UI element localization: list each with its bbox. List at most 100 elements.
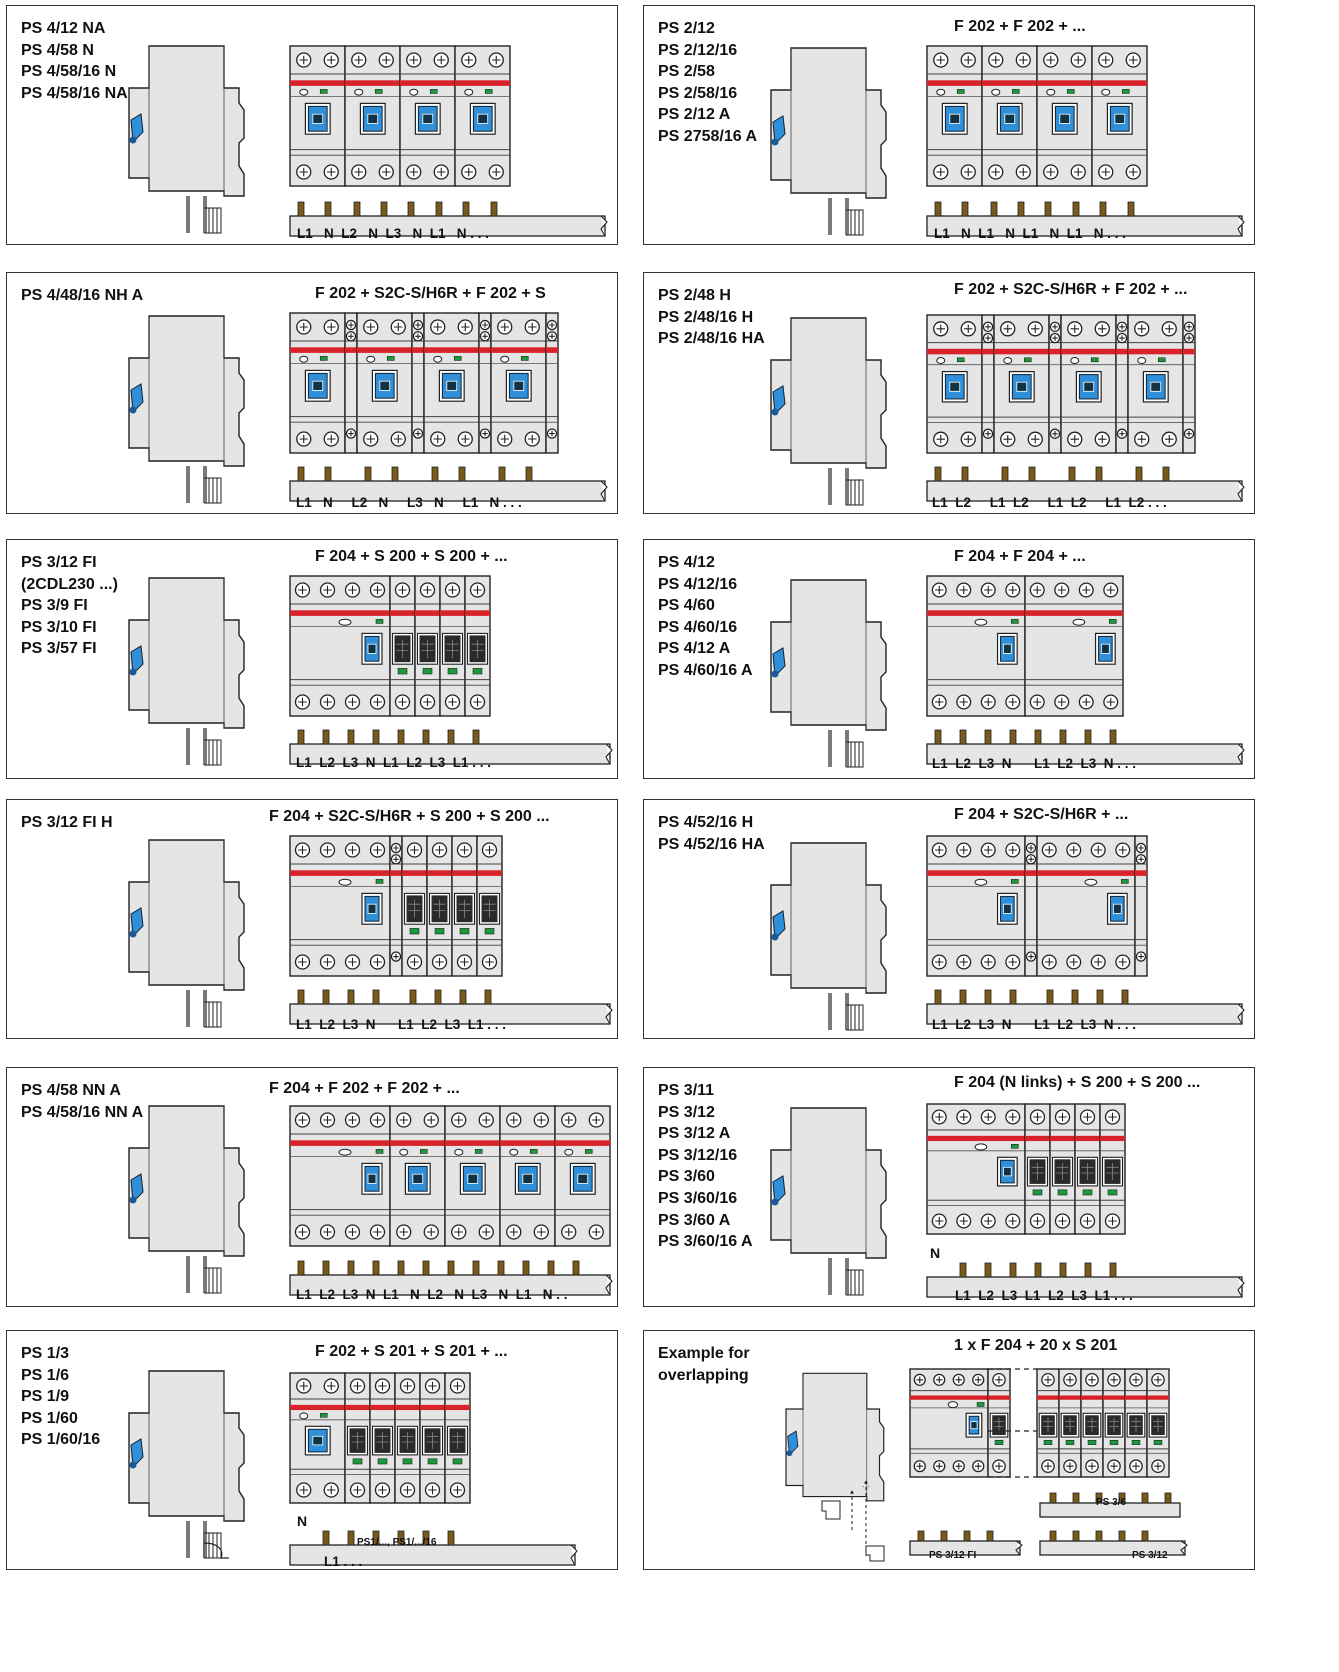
busbar-pin <box>397 1260 405 1276</box>
device-row <box>926 575 1124 717</box>
product-code: PS 1/6 <box>21 1366 70 1384</box>
status-indicator <box>419 1149 428 1154</box>
device-module <box>444 1372 471 1504</box>
brand-stripe <box>390 610 415 616</box>
busbar-comb-icon <box>846 1269 864 1296</box>
device-module <box>478 312 492 454</box>
brand-stripe <box>440 610 465 616</box>
busbar-pin <box>324 466 332 482</box>
panel-ps2-12: PS 2/12 PS 2/12/16 PS 2/58 PS 2/58/16 PS… <box>643 5 1255 245</box>
busbar-assembly-drawing: L1 L2 L3 N L1 L2 L3 N . . . <box>770 575 1245 771</box>
busbar-pin <box>297 1260 305 1276</box>
busbar-pin <box>963 1530 971 1542</box>
device-module <box>389 575 416 717</box>
busbar-pin <box>459 989 467 1005</box>
busbar-pin <box>1127 201 1135 217</box>
product-codes: PS 1/3 PS 1/6 PS 1/9 PS 1/60 PS 1/60/16 <box>21 1343 100 1451</box>
device-module <box>909 1368 989 1478</box>
status-indicator <box>1011 89 1020 94</box>
side-handle-icon <box>772 910 786 941</box>
busbar-pin <box>407 201 415 217</box>
product-code: PS 4/48/16 NH A <box>21 287 144 304</box>
busbar-pin <box>322 1260 330 1276</box>
product-code: PS 4/12/16 <box>658 575 738 593</box>
busbar-break-icon <box>605 1003 613 1025</box>
busbar-rail <box>1039 1502 1181 1518</box>
status-indicator <box>1010 619 1019 624</box>
brand-stripe <box>500 1140 555 1146</box>
product-code: PS 4/52/16 HA <box>658 835 765 853</box>
test-button-icon <box>338 878 352 886</box>
test-button-icon <box>338 1148 352 1156</box>
busbar-pin <box>961 466 969 482</box>
busbar-pin <box>458 466 466 482</box>
busbar <box>289 1530 578 1566</box>
device-module <box>1036 1368 1060 1478</box>
panel-ps3-12fi: PS 3/12 FI (2CDL230 ...) PS 3/9 FI PS 3/… <box>6 539 618 779</box>
test-button-icon <box>974 878 988 886</box>
product-code: PS 2/48/16 H <box>658 308 754 326</box>
status-indicator <box>429 89 438 94</box>
panel-ps3-12fih: PS 3/12 FI H F 204 + S2C-S/H6R + S 200 +… <box>6 799 618 1039</box>
product-code: PS 4/60/16 A <box>658 661 753 679</box>
status-indicator <box>484 89 493 94</box>
device-module <box>1060 314 1117 454</box>
busbar-pin <box>961 201 969 217</box>
device-module <box>1048 314 1062 454</box>
device-module <box>426 835 453 977</box>
brand-stripe <box>290 1404 345 1411</box>
brand-stripe <box>479 347 491 353</box>
side-handle-icon <box>130 645 144 676</box>
device-module <box>423 312 480 454</box>
busbar-pin <box>1164 1492 1172 1504</box>
test-button-icon <box>454 1148 464 1156</box>
busbar-pin <box>934 201 942 217</box>
side-view-outline <box>128 1105 245 1294</box>
brand-stripe <box>415 610 440 616</box>
busbar-assembly-drawing: L1 N L2 N L3 N L1 N . . . <box>128 312 608 510</box>
side-view <box>128 315 245 504</box>
device-module <box>344 312 358 454</box>
product-code: PS 3/12/16 <box>658 1146 738 1164</box>
busbar-phase-labels: L1 L2 L1 L2 L1 L2 L1 L2 . . . <box>932 495 1167 510</box>
product-code: PS 3/12 <box>658 1103 715 1121</box>
busbar-pin <box>572 1260 580 1276</box>
busbar-pin <box>372 1530 380 1546</box>
busbar-pin <box>186 728 207 765</box>
brand-stripe <box>927 348 982 355</box>
brand-stripe <box>1049 348 1061 355</box>
panel-ps4-58nna: PS 4/58 NN A PS 4/58/16 NN A F 204 + F 2… <box>6 1067 618 1307</box>
brand-stripe <box>445 1404 470 1411</box>
status-indicator <box>474 1149 483 1154</box>
busbar-pin <box>497 1260 505 1276</box>
busbar-pin <box>959 989 967 1005</box>
busbar-break-icon <box>570 1544 578 1566</box>
brand-stripe <box>1037 80 1092 86</box>
busbar-comb-icon <box>846 209 864 236</box>
busbar-pin <box>1141 1492 1149 1504</box>
device-row-right <box>1036 1368 1170 1478</box>
brand-stripe <box>1037 870 1135 876</box>
product-code: PS 3/57 FI <box>21 640 97 658</box>
combination-title: F 204 + F 202 + F 202 + ... <box>269 1080 460 1097</box>
device-module <box>289 1372 346 1504</box>
product-code: PS 3/60/16 A <box>658 1233 753 1251</box>
busbar-pin <box>1009 989 1017 1005</box>
busbar-rail <box>289 1003 611 1025</box>
busbar-break-icon <box>600 480 608 502</box>
busbar-comb-icon <box>846 1004 864 1031</box>
device-module <box>289 835 391 977</box>
device-module <box>926 45 983 187</box>
test-button-icon <box>299 88 309 96</box>
busbar-pin <box>397 729 405 745</box>
busbar-pin <box>984 1262 992 1278</box>
product-code: PS 4/58 NN A <box>21 1082 121 1099</box>
product-code: PS 3/12 FI <box>21 554 97 571</box>
product-code: PS 2/48/16 HA <box>658 330 765 348</box>
brand-stripe <box>427 870 452 876</box>
status-indicator <box>397 668 408 675</box>
busbar-pin <box>347 1260 355 1276</box>
status-indicator <box>956 89 965 94</box>
device-module <box>554 1105 611 1247</box>
test-button-icon <box>299 1412 309 1420</box>
